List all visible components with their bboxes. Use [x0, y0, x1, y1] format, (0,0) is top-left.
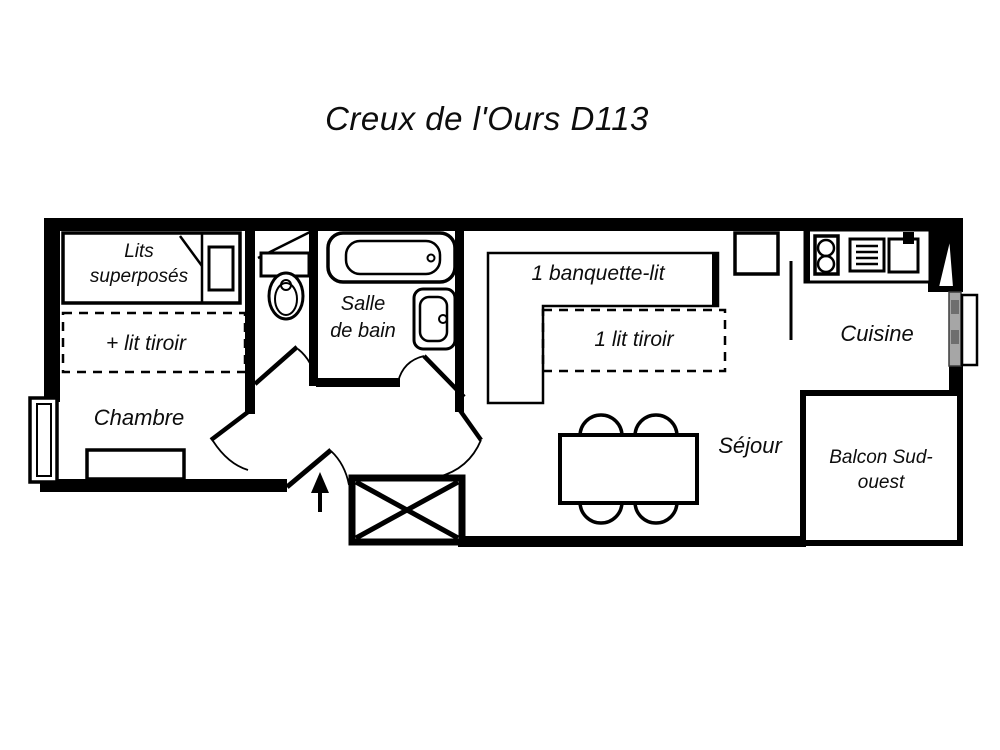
page-title: Creux de l'Ours D113 — [325, 100, 649, 137]
kitchen-sink-icon — [887, 232, 920, 274]
entry-arrow-icon — [311, 472, 329, 512]
entry-door-arc — [330, 450, 350, 486]
dish-rack-icon — [848, 237, 886, 273]
toilet-icon — [257, 230, 311, 321]
label-lit-tiroir-sejour: 1 lit tiroir — [594, 328, 674, 351]
door-swings — [209, 345, 483, 489]
washbasin-icon — [412, 287, 457, 351]
fridge-icon — [733, 231, 780, 276]
balcony-outline — [800, 390, 963, 546]
bathroom-door-leaf-icon — [422, 354, 466, 399]
drawer-bed-dashed-icon-sejour — [541, 308, 727, 373]
wall-wc-left — [245, 228, 255, 414]
chambre-door-arc — [212, 440, 249, 471]
chambre-dresser — [85, 448, 186, 481]
sofa-bed-outline — [486, 251, 720, 405]
wall-bottom-sejour — [458, 536, 806, 547]
duct-icon — [348, 474, 466, 546]
chambre-door-leaf-icon — [209, 410, 250, 442]
wall-bottom-chambre — [40, 479, 287, 492]
label-salle-de-bain: Salle de bain — [330, 293, 396, 342]
wall-left — [44, 218, 60, 402]
label-balcon: Balcon Sud-ouest — [829, 447, 933, 493]
wall-wc-right — [309, 228, 318, 386]
drawer-bed-dashed-icon — [61, 311, 247, 374]
wc-door-arc — [297, 348, 317, 383]
label-cuisine: Cuisine — [840, 321, 914, 346]
sliding-door-icon — [948, 291, 979, 367]
entry-door-leaf-icon — [936, 236, 956, 288]
wall-right-segment — [949, 364, 963, 394]
wall-top — [45, 218, 963, 231]
label-sejour: Séjour — [718, 433, 782, 458]
label-lits-superposes: Lits superposés — [89, 241, 189, 287]
window-icon — [28, 396, 59, 484]
wall-bathroom-bottom — [316, 378, 400, 387]
dining-table-icon — [558, 413, 699, 525]
stove-icon — [813, 234, 840, 276]
sejour-door-leaf-icon — [457, 407, 483, 442]
label-lit-tiroir-chambre: + lit tiroir — [106, 332, 186, 355]
bathtub-icon — [326, 231, 457, 284]
wall-bathroom-east — [455, 228, 464, 412]
label-chambre: Chambre — [93, 405, 185, 430]
sejour-door-arc — [437, 439, 482, 478]
wc-door-leaf-icon — [253, 345, 299, 386]
entry-door-leaf2-icon — [285, 448, 333, 489]
bathroom-door-arc — [397, 355, 425, 383]
walls — [40, 218, 963, 547]
bunk-bed-icon — [61, 231, 242, 305]
label-banquette-lit: 1 banquette-lit — [531, 262, 665, 285]
